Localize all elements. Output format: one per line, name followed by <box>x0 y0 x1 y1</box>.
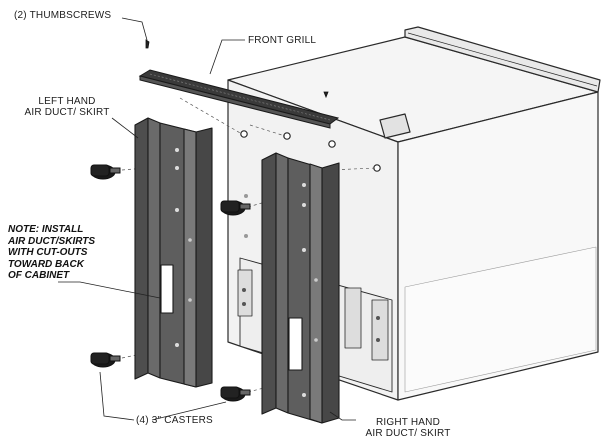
front-grill <box>138 69 340 129</box>
install-note-line2: AIR DUCT/SKIRTS <box>8 235 96 247</box>
install-note-line1: NOTE: INSTALL <box>8 224 84 235</box>
mount-hole <box>240 130 248 138</box>
right-hand-duct-label-line2: AIR DUCT/ SKIRT <box>365 428 451 439</box>
front-grill-label: FRONT GRILL <box>248 35 317 46</box>
caster <box>220 386 251 402</box>
right-hand-air-duct <box>261 152 340 424</box>
install-note: NOTE: INSTALL AIR DUCT/SKIRTS WITH CUT-O… <box>8 224 95 282</box>
cabinet-top-edge <box>379 113 411 139</box>
thumbscrews-label: (2) THUMBSCREWS <box>14 10 112 21</box>
install-note-line4: TOWARD BACK <box>8 258 84 270</box>
mount-hole <box>283 132 291 140</box>
caster <box>90 352 121 368</box>
side-lower-opening <box>404 246 597 393</box>
leader-lines <box>58 17 356 421</box>
mount-hole <box>328 140 336 148</box>
casters-label: (4) 3" CASTERS <box>136 415 213 426</box>
right-hand-duct-label: RIGHT HAND AIR DUCT/ SKIRT <box>356 417 460 439</box>
left-hand-duct-label-line1: LEFT HAND <box>38 96 96 107</box>
install-note-line5: OF CABINET <box>8 270 70 281</box>
install-note-line3: WITH CUT-OUTS <box>8 247 88 258</box>
thumbscrew <box>323 91 329 99</box>
left-hand-duct-label-line2: AIR DUCT/ SKIRT <box>24 107 110 118</box>
right-hand-duct-label-line1: RIGHT HAND <box>375 417 441 428</box>
thumbscrew <box>145 39 150 49</box>
left-hand-air-duct <box>134 117 213 388</box>
left-hand-duct-label: LEFT HAND AIR DUCT/ SKIRT <box>20 96 114 118</box>
caster <box>90 164 121 180</box>
caster <box>220 200 251 216</box>
